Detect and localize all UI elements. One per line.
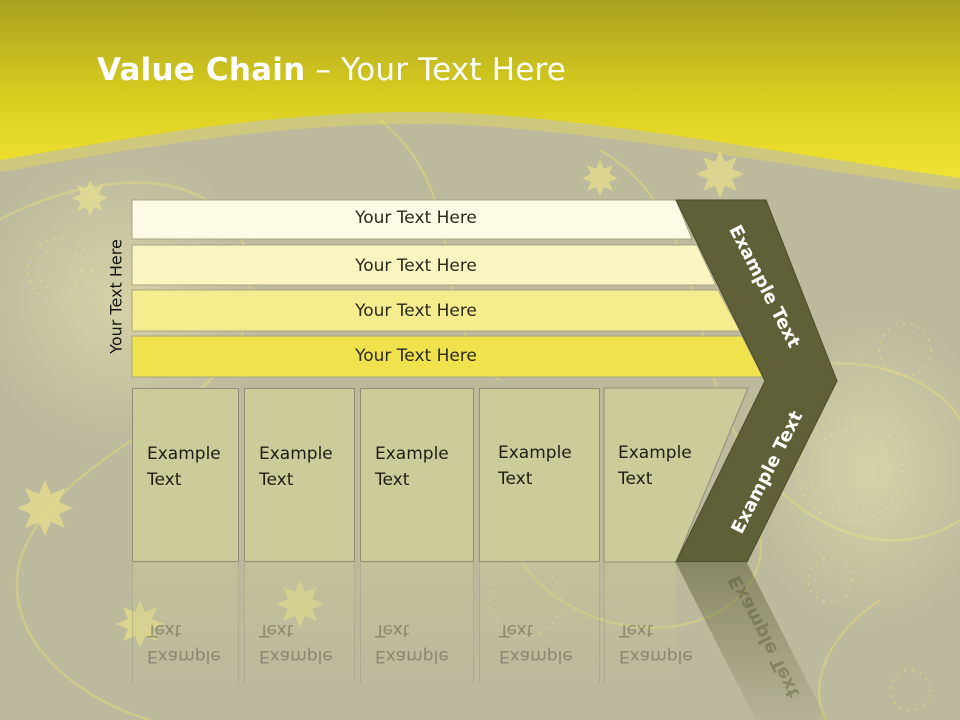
chevron-reflection (676, 563, 827, 720)
example-box-3: Example Text (360, 388, 474, 562)
box-reflection-5-text: Example Text (619, 620, 693, 666)
bar-label-3: Your Text Here (355, 301, 477, 321)
example-box-5-text: Example Text (618, 443, 692, 489)
chevron-arrow (675, 199, 838, 563)
example-box-4: Example Text (479, 388, 600, 562)
box-reflection-5: Example Text (604, 563, 693, 683)
title-rest: – Your Text Here (305, 52, 567, 88)
example-box-3-text: Example Text (375, 444, 449, 490)
bar-label-1: Your Text Here (355, 208, 477, 228)
example-box-4-text: Example Text (498, 443, 572, 489)
title-bold: Value Chain (97, 52, 306, 88)
slide-title: Value Chain – Your Text Here (97, 52, 566, 88)
box-reflection-2-text: Example Text (259, 620, 333, 666)
example-box-1-text: Example Text (147, 444, 221, 490)
box-reflection-4-text: Example Text (499, 620, 573, 666)
box-reflection-2: Example Text (244, 563, 355, 683)
bar-label-4: Your Text Here (355, 346, 477, 366)
example-box-2-text: Example Text (259, 444, 333, 490)
box-reflection-3-text: Example Text (375, 620, 449, 666)
bar-shape-2 (131, 244, 717, 286)
example-box-2: Example Text (244, 388, 355, 562)
box-reflection-1: Example Text (132, 563, 239, 683)
bar-shape-1 (131, 199, 693, 240)
box-reflection-3: Example Text (360, 563, 474, 683)
box-reflection-1-text: Example Text (147, 620, 221, 666)
bar-label-2: Your Text Here (355, 256, 477, 276)
example-box-1: Example Text (132, 388, 239, 562)
box-reflection-4: Example Text (479, 563, 600, 683)
